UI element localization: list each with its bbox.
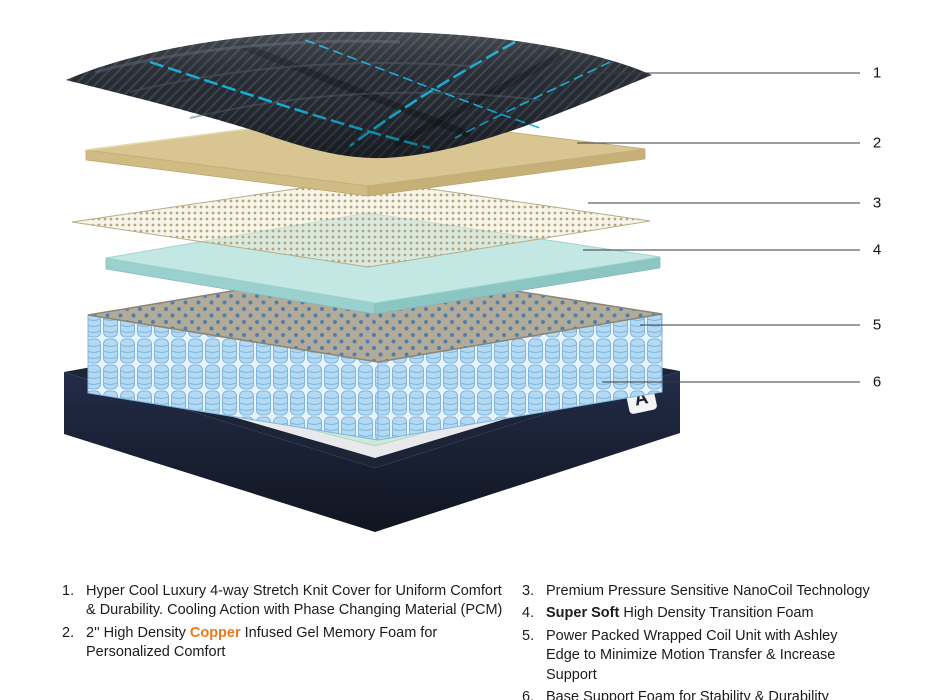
- callout-5: 5: [640, 317, 881, 334]
- legend-item-2-text: 2'' High Density Copper Infused Gel Memo…: [86, 624, 438, 661]
- callout-number-1: 1: [873, 65, 881, 82]
- legend-item-3-number: 3.: [522, 583, 535, 599]
- copper-highlight: Copper: [189, 624, 241, 641]
- legend-item-3-text: Premium Pressure Sensitive NanoCoil Tech…: [546, 583, 870, 599]
- callout-6: 6: [602, 374, 881, 391]
- legend-item-3: 3. Premium Pressure Sensitive NanoCoil T…: [522, 582, 870, 601]
- legend-item-1-number: 1.: [62, 583, 75, 599]
- legend-item-4-number: 4.: [522, 605, 535, 622]
- layer-5-wrapped-coil-unit: [87, 267, 663, 441]
- legend-item-6-number: 6.: [522, 689, 535, 700]
- legend-column-left: 1. Hyper Cool Luxury 4-way Stretch Knit …: [62, 582, 506, 700]
- legend-column-right: 3. Premium Pressure Sensitive NanoCoil T…: [522, 582, 870, 700]
- legend-item-1-text: Hyper Cool Luxury 4-way Stretch Knit Cov…: [86, 583, 503, 619]
- legend-item-6-text: Base Support Foam for Stability & Durabi…: [546, 689, 829, 700]
- callout-2: 2: [577, 135, 881, 152]
- layer-1-knit-cover: [66, 31, 652, 159]
- legend-item-2: 2. 2'' High Density Copper Infused Gel M…: [62, 624, 506, 663]
- callout-3: 3: [588, 195, 881, 212]
- legend-item-4-text: Super Soft High Density Transition Foam: [546, 605, 814, 622]
- callout-4: 4: [583, 242, 881, 259]
- legend-item-5-number: 5.: [522, 627, 535, 644]
- layer-3-nanocoil-mesh: [71, 178, 651, 268]
- legend-item-1: 1. Hyper Cool Luxury 4-way Stretch Knit …: [62, 582, 506, 621]
- legend-item-5: 5. Power Packed Wrapped Coil Unit with A…: [522, 627, 870, 685]
- callout-number-6: 6: [873, 374, 881, 391]
- callout-number-3: 3: [873, 195, 881, 212]
- legend-item-2-number: 2.: [62, 624, 75, 641]
- legend-item-6: 6. Base Support Foam for Stability & Dur…: [522, 688, 870, 700]
- legend-item-5-text: Power Packed Wrapped Coil Unit with Ashl…: [546, 627, 838, 683]
- legend: 1. Hyper Cool Luxury 4-way Stretch Knit …: [62, 582, 870, 700]
- callout-number-5: 5: [873, 317, 881, 334]
- callouts: 1 2 3 4 5 6: [577, 65, 881, 391]
- mattress-exploded-diagram: A: [64, 31, 881, 532]
- callout-1: 1: [593, 65, 881, 82]
- legend-item-4: 4. Super Soft High Density Transition Fo…: [522, 604, 870, 623]
- callout-number-4: 4: [873, 242, 881, 259]
- super-soft-highlight: Super Soft: [546, 605, 620, 622]
- callout-number-2: 2: [873, 135, 881, 152]
